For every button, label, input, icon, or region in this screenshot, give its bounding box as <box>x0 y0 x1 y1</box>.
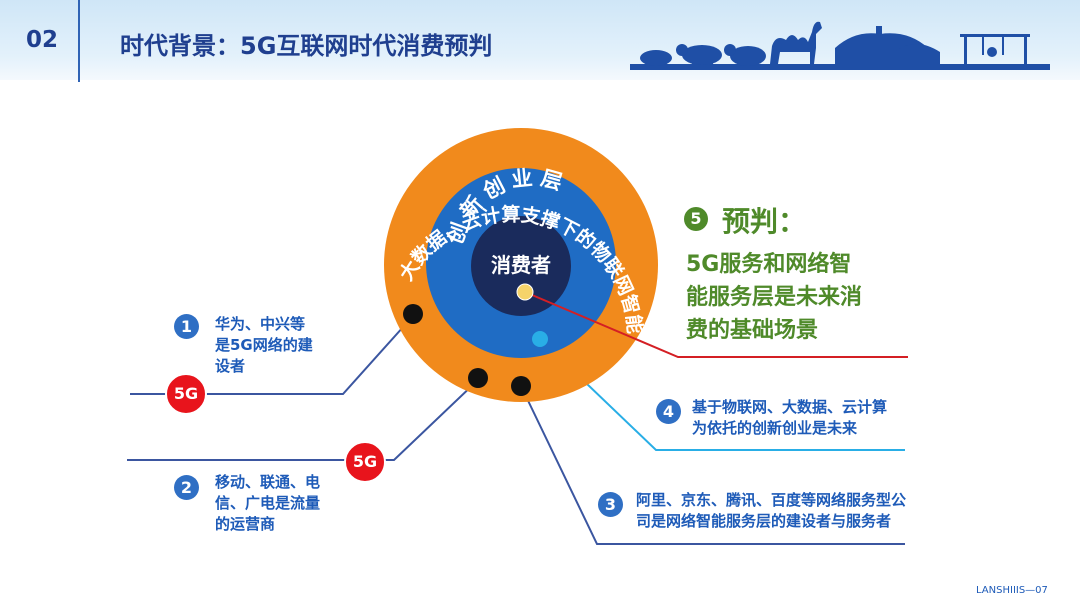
prediction-body: 5G服务和网络智 能服务层是未来消 费的基础场景 <box>686 252 863 343</box>
page-footer-label: LANSHIIIS—07 <box>976 585 1048 596</box>
connector-line-3 <box>520 385 905 545</box>
item-3-number: 3 <box>598 492 623 517</box>
5g-badge-2: 5G <box>344 441 386 483</box>
prediction-line <box>524 291 908 358</box>
header-banner: 02 时代背景：5G互联网时代消费预判 <box>0 0 1080 82</box>
connector-line-2 <box>127 379 479 461</box>
center-label: 消费者 <box>491 253 551 277</box>
prediction-number: 5 <box>684 207 708 231</box>
header-divider <box>78 0 80 82</box>
consumer-dot <box>516 283 534 301</box>
item-1-text: 华为、中兴等 是5G网络的建 设者 <box>215 315 313 375</box>
item-4-text: 基于物联网、大数据、云计算 为依托的创新创业是未来 <box>692 398 888 437</box>
connector-dot-2 <box>468 368 488 388</box>
item-3-text: 阿里、京东、腾讯、百度等网络服务型公 司是网络智能服务层的建设者与服务者 <box>636 491 907 530</box>
5g-badge-1: 5G <box>165 373 207 415</box>
item-1-number: 1 <box>174 314 199 339</box>
innovation-dot <box>532 331 548 347</box>
prairie-silhouette-icon <box>630 21 1050 70</box>
page-title: 时代背景：5G互联网时代消费预判 <box>120 32 493 60</box>
connector-dot-3 <box>511 376 531 396</box>
prediction-title: 预判： <box>722 205 807 238</box>
item-4-number: 4 <box>656 399 681 424</box>
inner-disc <box>471 216 571 316</box>
item-2-text: 移动、联通、电 信、广电是流量 的运营商 <box>215 473 321 533</box>
item-2-number: 2 <box>174 475 199 500</box>
section-number: 02 <box>26 27 59 53</box>
connector-dot-1 <box>403 304 423 324</box>
